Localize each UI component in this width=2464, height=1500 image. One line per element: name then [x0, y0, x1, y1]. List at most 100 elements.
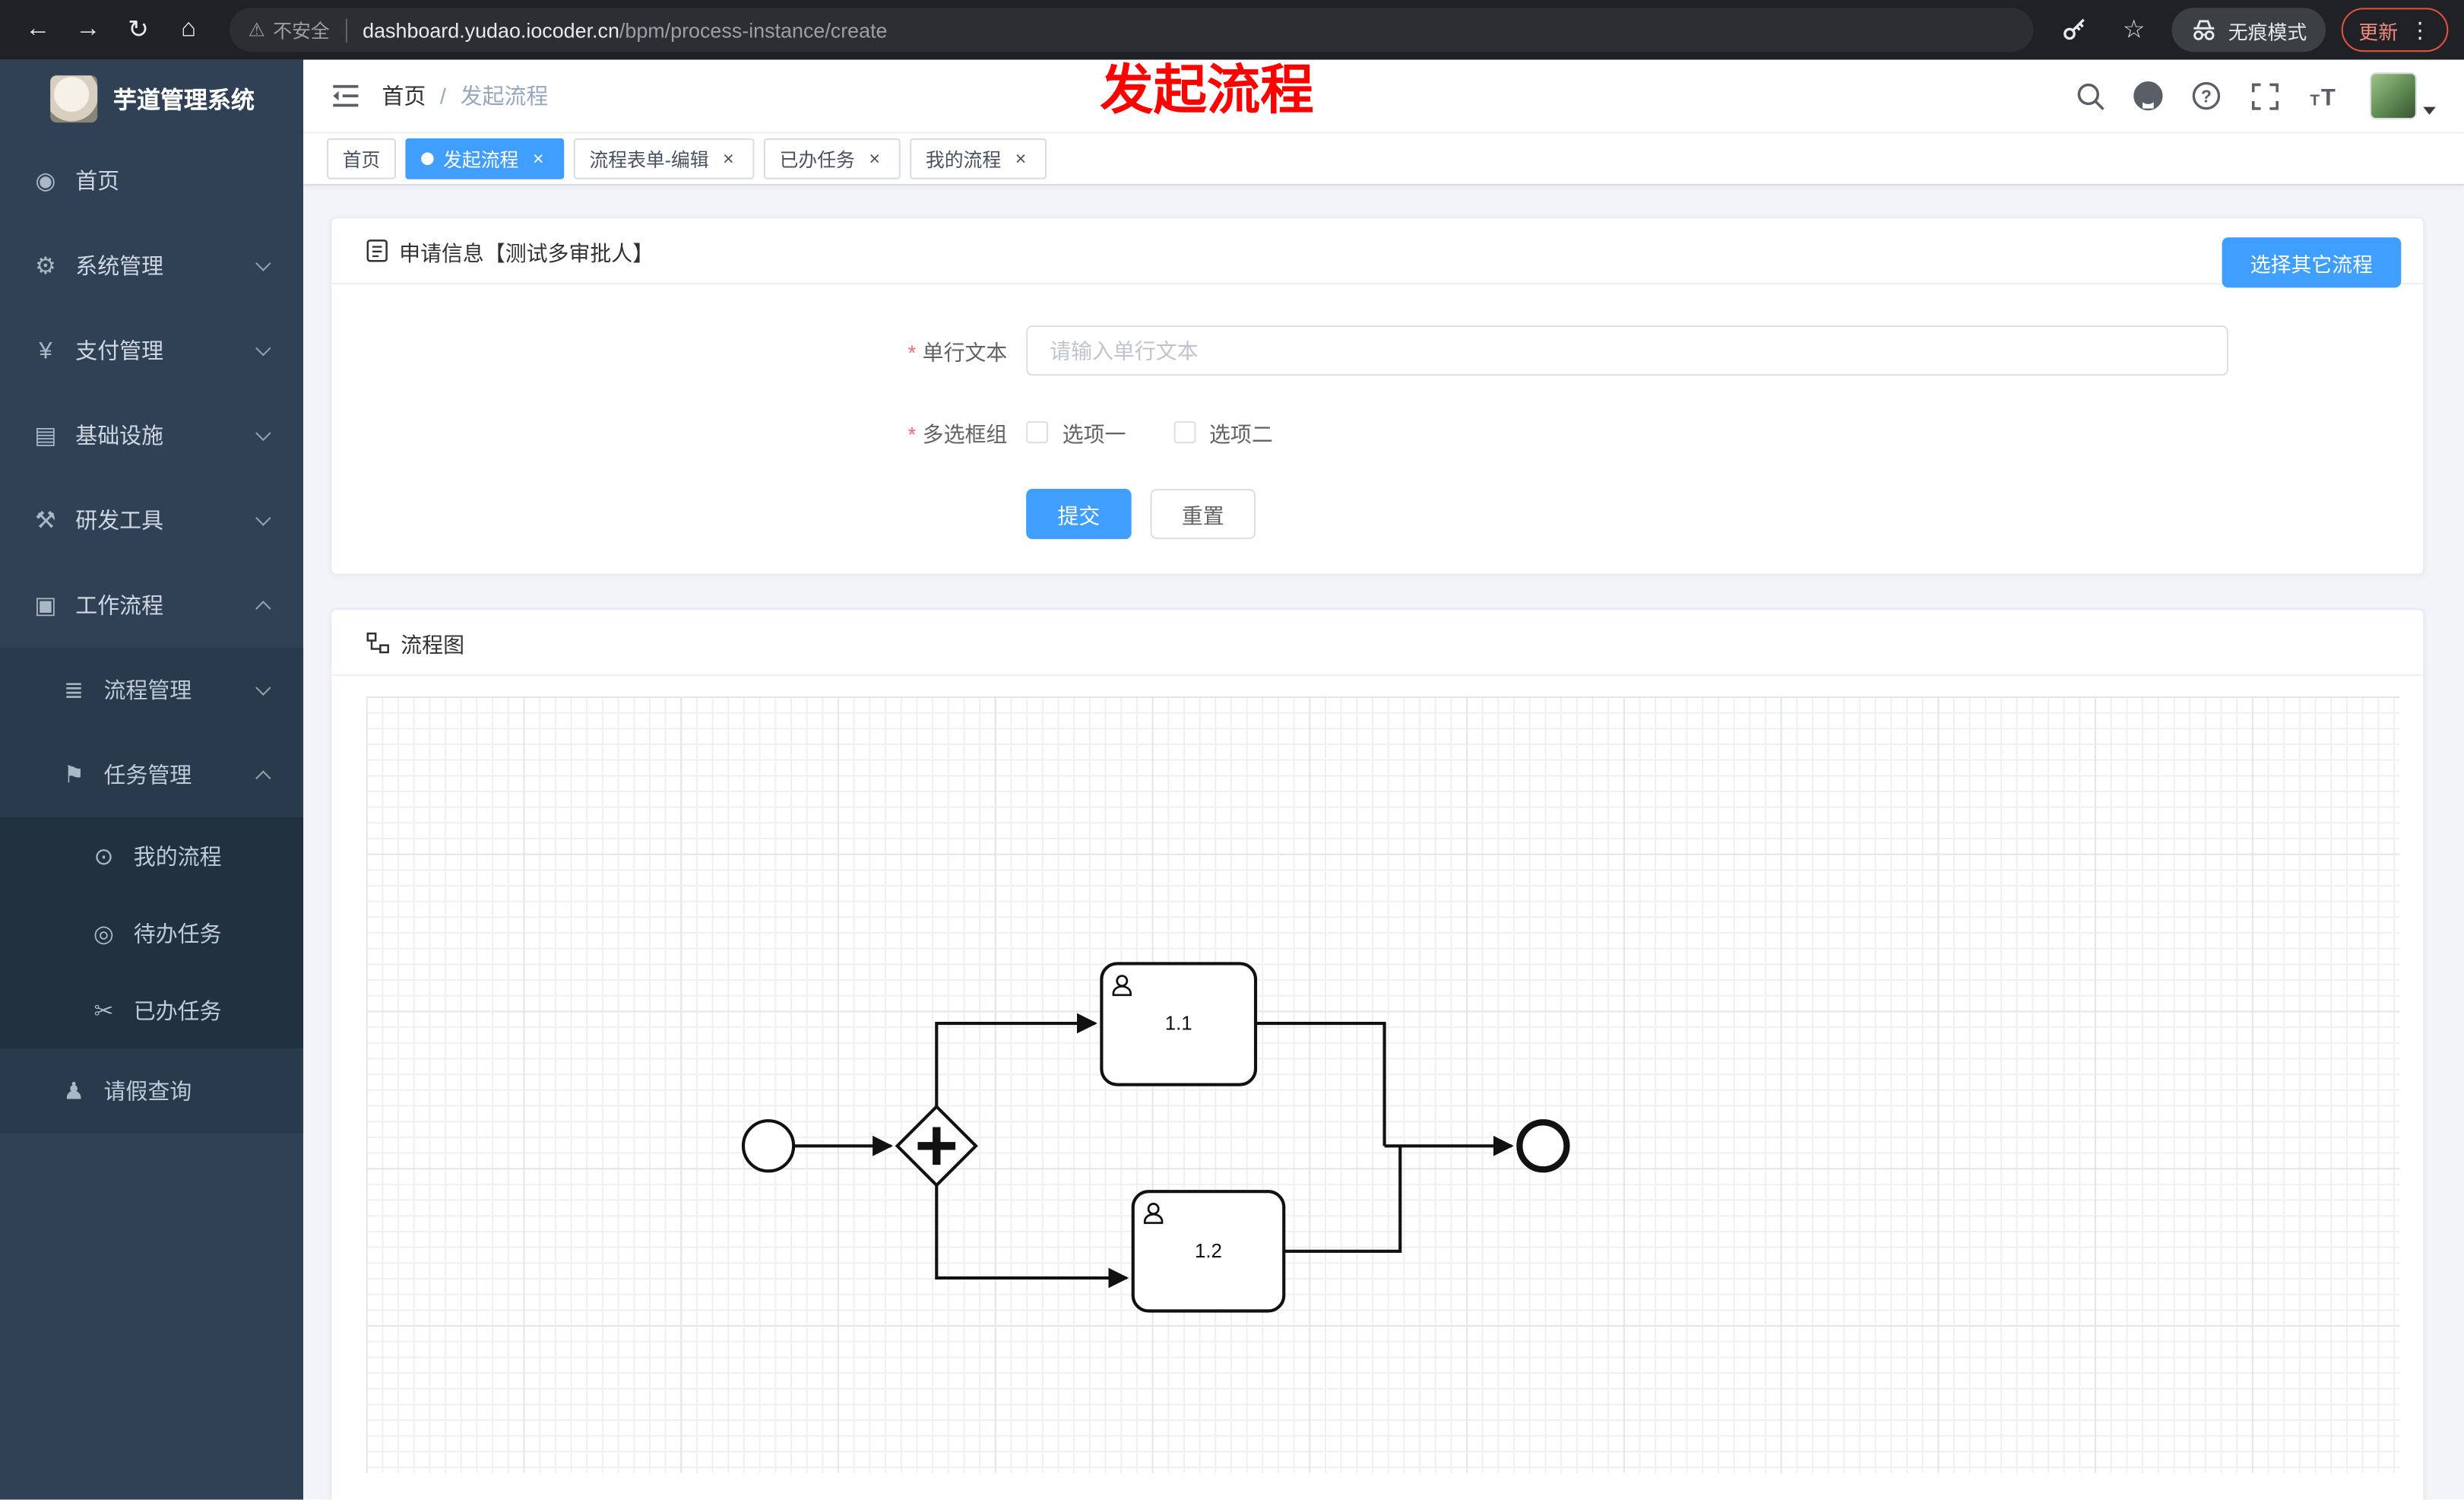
todo-task-icon: ◎	[93, 920, 114, 947]
field-label-single-line-text: *单行文本	[907, 341, 1008, 365]
sidebar-toggle-icon[interactable]	[322, 72, 369, 119]
submit-button[interactable]: 提交	[1026, 489, 1132, 540]
close-icon[interactable]: ×	[532, 147, 544, 170]
app-header: 首页 / 发起流程 ?	[303, 59, 2464, 134]
gear-icon: ⚙	[35, 252, 56, 281]
checkbox-group: 选项一 选项二	[1026, 417, 1273, 448]
page-content: 申请信息【测试多审批人】 选择其它流程 *单行文本 *多选框组	[303, 186, 2464, 1500]
bpmn-user-task-1[interactable]: 1.1	[1100, 962, 1258, 1086]
close-icon[interactable]: ×	[869, 147, 880, 170]
svg-text:?: ?	[2201, 86, 2212, 106]
divider	[345, 17, 347, 42]
search-icon[interactable]	[2073, 78, 2107, 113]
home-icon[interactable]: ⌂	[181, 15, 197, 43]
process-diagram-title: 流程图	[401, 633, 464, 657]
sidebar: 芋道管理系统 ◉ 首页 ⚙ 系统管理 ¥ 支付管理 ▤ 基础设施	[0, 59, 304, 1500]
logo-image	[50, 75, 98, 123]
tab-my-process[interactable]: 我的流程 ×	[910, 138, 1047, 179]
main-area: 首页 / 发起流程 ?	[303, 59, 2464, 1500]
checkbox-option-1[interactable]: 选项一	[1026, 417, 1126, 448]
bpmn-canvas[interactable]: 1.1 1.2	[366, 696, 2400, 1473]
breadcrumb: 首页 / 发起流程	[382, 80, 548, 111]
checkbox-icon	[1173, 421, 1196, 444]
bpmn-user-task-2[interactable]: 1.2	[1131, 1190, 1286, 1313]
task-label: 1.2	[1195, 1241, 1222, 1262]
task-label: 1.1	[1165, 1013, 1192, 1034]
url-bar[interactable]: ⚠ 不安全 dashboard.yudao.iocoder.cn/bpm/pro…	[229, 8, 2034, 52]
github-icon[interactable]	[2131, 78, 2165, 113]
user-icon	[1143, 1203, 1164, 1224]
flow-gateway-to-task11	[935, 1013, 1097, 1107]
security-label[interactable]: 不安全	[273, 19, 330, 42]
reload-icon[interactable]: ↻	[128, 17, 149, 44]
warning-icon: ⚠	[248, 18, 265, 41]
done-task-icon: ✂	[93, 997, 114, 1025]
chevron-down-icon	[255, 510, 271, 526]
breadcrumb-home[interactable]: 首页	[382, 83, 426, 109]
bpmn-start-event[interactable]	[741, 1119, 796, 1173]
fullscreen-icon[interactable]	[2247, 78, 2282, 113]
chevron-down-icon	[255, 255, 271, 271]
yen-icon: ¥	[39, 337, 52, 364]
tab-home[interactable]: 首页	[327, 138, 397, 179]
sidebar-item-infrastructure[interactable]: ▤ 基础设施	[0, 393, 303, 478]
sidebar-item-devtools[interactable]: ⚒ 研发工具	[0, 478, 303, 563]
chevron-down-icon	[2423, 106, 2436, 115]
app-logo[interactable]: 芋道管理系统	[0, 60, 303, 138]
chevron-down-icon	[255, 680, 271, 696]
tools-icon: ⚒	[35, 507, 56, 534]
sidebar-item-my-process[interactable]: ⊙ 我的流程	[0, 817, 304, 895]
required-asterisk: *	[907, 423, 917, 447]
process-diagram-card: 流程图	[330, 608, 2425, 1500]
url-domain: dashboard.yudao.iocoder.cn	[363, 17, 619, 42]
sidebar-item-todo-task[interactable]: ◎ 待办任务	[0, 894, 304, 972]
help-icon[interactable]: ?	[2189, 78, 2223, 113]
sidebar-item-process-manage[interactable]: ≣ 流程管理	[0, 647, 304, 733]
plus-icon	[917, 1127, 956, 1165]
sidebar-item-payment[interactable]: ¥ 支付管理	[0, 308, 303, 393]
user-icon	[1112, 975, 1132, 997]
tab-initiate-process[interactable]: 发起流程 ×	[405, 138, 565, 179]
browser-menu-icon[interactable]: ⋮	[2409, 16, 2431, 42]
sidebar-item-done-task[interactable]: ✂ 已办任务	[0, 971, 304, 1049]
checkbox-icon	[1026, 421, 1049, 444]
svg-text:T: T	[2310, 90, 2320, 108]
sidebar-item-system[interactable]: ⚙ 系统管理	[0, 224, 303, 309]
key-icon[interactable]	[2052, 8, 2096, 52]
tab-process-form-edit[interactable]: 流程表单-编辑 ×	[573, 138, 755, 179]
svg-text:T: T	[2321, 83, 2336, 109]
bookmark-star-icon[interactable]: ☆	[2122, 17, 2146, 44]
workflow-icon: ▣	[34, 592, 57, 620]
close-icon[interactable]: ×	[1015, 147, 1027, 170]
back-icon[interactable]: ←	[25, 15, 51, 43]
active-dot	[421, 152, 434, 166]
app-title: 芋道管理系统	[112, 87, 255, 114]
sidebar-item-workflow[interactable]: ▣ 工作流程	[0, 563, 303, 648]
close-icon[interactable]: ×	[723, 147, 734, 170]
choose-other-process-button[interactable]: 选择其它流程	[2222, 237, 2402, 288]
leave-query-icon: ♟	[63, 1078, 85, 1105]
sidebar-item-home[interactable]: ◉ 首页	[0, 138, 303, 224]
user-menu[interactable]	[2369, 72, 2436, 120]
flow-task12-out	[1284, 1146, 1402, 1253]
bpmn-end-event[interactable]	[1516, 1119, 1570, 1173]
reset-button[interactable]: 重置	[1150, 489, 1256, 540]
forward-icon[interactable]: →	[75, 15, 101, 43]
browser-update-button[interactable]: 更新 ⋮	[2341, 8, 2449, 52]
dashboard-icon: ◉	[35, 168, 56, 195]
url-path: /bpm/process-instance/create	[619, 17, 888, 42]
sidebar-item-leave-query[interactable]: ♟ 请假查询	[0, 1048, 304, 1134]
chevron-down-icon	[255, 425, 271, 442]
flow-gateway-to-task12	[935, 1184, 1129, 1289]
diagram-icon	[366, 631, 389, 653]
single-line-text-input[interactable]	[1026, 325, 2228, 376]
avatar[interactable]	[2369, 72, 2417, 120]
sidebar-item-task-manage[interactable]: ⚑ 任务管理	[0, 732, 304, 818]
checkbox-option-2[interactable]: 选项二	[1173, 417, 1273, 448]
apply-info-title: 申请信息【测试多审批人】	[399, 241, 654, 265]
form-icon	[366, 239, 388, 262]
infrastructure-icon: ▤	[34, 423, 57, 450]
tab-done-task[interactable]: 已办任务 ×	[763, 138, 901, 179]
